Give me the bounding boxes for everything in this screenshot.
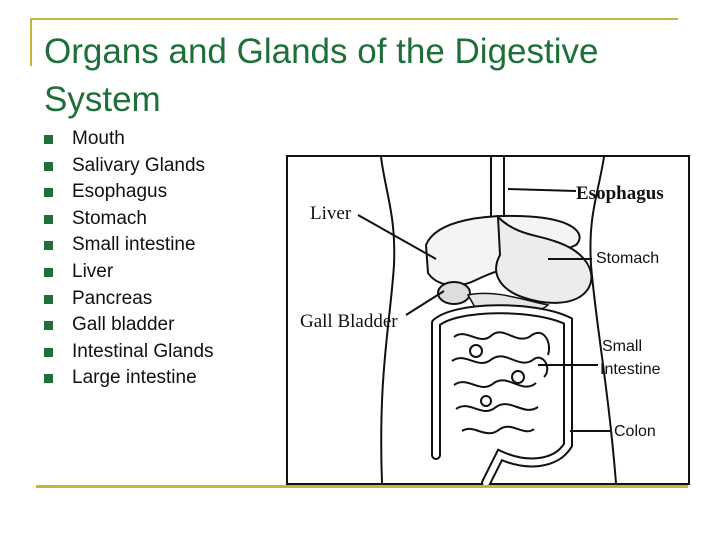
bullet-item: Gall bladder [44, 312, 214, 339]
bullet-square-icon [44, 347, 53, 357]
stomach-organ [495, 214, 593, 304]
bullet-text: Esophagus [72, 181, 168, 203]
label-stomach: Stomach [596, 250, 659, 267]
bullet-text: Mouth [72, 128, 125, 149]
title-frame-top-line [30, 18, 678, 20]
bullet-text: Stomach [72, 207, 147, 229]
bullet-item: Small intestine [44, 232, 214, 259]
bullet-list: Mouth Salivary Glands Esophagus Stomach … [44, 126, 214, 392]
bullet-item: Stomach [44, 206, 214, 233]
bullet-text: Intestinal Glands [72, 340, 214, 362]
bullet-text: Pancreas [72, 287, 153, 309]
bullet-item: Esophagus [44, 179, 214, 206]
bullet-square-icon [44, 374, 53, 384]
digestive-system-diagram: Esophagus Liver Gall Bladder Stomach Sma… [286, 155, 690, 485]
bullet-square-icon [44, 294, 53, 304]
bullet-square-icon [44, 161, 53, 171]
label-gall-bladder: Gall Bladder [300, 311, 398, 332]
bullet-item: Liver [44, 259, 214, 286]
bullet-text: Liver [72, 260, 114, 282]
bullet-text: Salivary Glands [72, 154, 206, 176]
bullet-square-icon [44, 135, 53, 144]
bullet-square-icon [44, 241, 53, 251]
title-frame-left-line [30, 18, 32, 66]
bullet-item: Large intestine [44, 365, 214, 392]
bullet-text: Small intestine [72, 234, 196, 256]
small-intestine-organ [451, 331, 550, 435]
bullet-text: Gall bladder [72, 314, 175, 336]
label-small: Small [602, 338, 642, 355]
gall-bladder-organ [437, 281, 471, 305]
bullet-item: Intestinal Glands [44, 339, 214, 366]
diagram-border [286, 155, 690, 485]
label-liver: Liver [310, 203, 352, 224]
label-intestine: Intestine [600, 361, 661, 378]
bullet-item: Salivary Glands [44, 153, 214, 180]
label-esophagus: Esophagus [576, 183, 664, 204]
bullet-text: Large intestine [72, 367, 197, 389]
bullet-square-icon [44, 214, 53, 224]
bullet-item: Mouth [44, 126, 214, 153]
label-colon: Colon [614, 423, 656, 440]
slide-title: Organs and Glands of the Digestive Syste… [44, 32, 599, 119]
bullet-square-icon [44, 321, 53, 331]
leader-lines [357, 188, 610, 432]
bullet-item: Pancreas [44, 286, 214, 313]
bullet-square-icon [44, 188, 53, 198]
footer-accent-line [36, 485, 688, 488]
bullet-square-icon [44, 267, 53, 277]
